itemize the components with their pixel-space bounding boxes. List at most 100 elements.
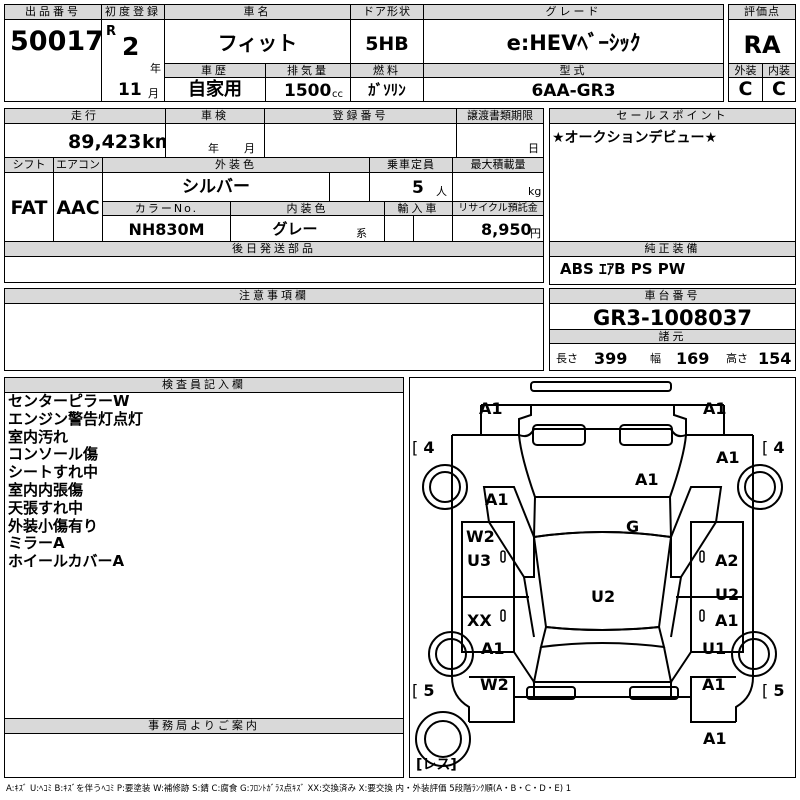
displacement-unit: cc — [332, 89, 343, 100]
car-outline-diagram — [415, 381, 783, 767]
recycle: 8,950 — [481, 220, 532, 239]
month-unit: 月 — [148, 87, 159, 100]
ac: AAC — [56, 197, 100, 219]
reg-year: 2 — [122, 32, 140, 61]
capacity-label: 乗車定員 — [369, 157, 453, 173]
mileage: 89,423 — [68, 131, 142, 153]
inspector-cell — [4, 377, 404, 719]
inspector-note: 天張すれ中 — [8, 498, 84, 517]
inspector-note: センターピラーW — [8, 392, 130, 410]
notes-label: 注意事項欄 — [4, 288, 544, 304]
interior-grade: C — [772, 78, 786, 100]
car-name-label: 車名 — [164, 4, 351, 20]
office-label: 事務局よりご案内 — [4, 718, 404, 734]
chassis-label: 車台番号 — [549, 288, 796, 304]
lot-cell — [4, 4, 102, 102]
damage-mark-right-front-door: A2 — [715, 551, 739, 570]
inspector-note: 外装小傷有り — [8, 516, 99, 535]
height: 154 — [758, 349, 792, 368]
recycle-label: リサイクル預託金 — [452, 201, 544, 216]
score: RA — [743, 31, 781, 59]
displacement-label: 排気量 — [265, 63, 351, 78]
length-label: 長さ — [556, 352, 578, 365]
shift: FAT — [10, 197, 48, 219]
damage-mark-left-rear-door: XX — [467, 611, 492, 630]
history: 自家用 — [188, 79, 242, 100]
inspector-note: エンジン警告灯点灯 — [8, 409, 144, 428]
era-mark: R — [106, 24, 117, 39]
damage-mark-right-rear-door: U2 — [715, 585, 740, 604]
damage-mark-front-right-corner: A1 — [703, 399, 727, 418]
tire-front-right-label: [ 4 — [762, 438, 785, 457]
inspection-label: 車検 — [165, 108, 265, 124]
import-label: 輸入車 — [384, 201, 453, 216]
inspector-note: シートすれ中 — [8, 463, 99, 482]
reg-month: 11 — [118, 80, 142, 100]
width-label: 幅 — [650, 352, 661, 365]
ac-label: エアコン — [53, 157, 103, 173]
fuel-label: 燃料 — [350, 63, 424, 78]
first-reg-cell — [101, 4, 165, 102]
parts-label: 後日発送部品 — [4, 241, 544, 257]
inspector-note: ミラーA — [8, 534, 65, 553]
import-sub-cell — [413, 215, 453, 242]
legend: A:ｷｽﾞ U:ﾍｺﾐ B:ｷｽﾞを伴うﾍｺﾐ P:要塗装 W:補修跡 S:錆 … — [6, 784, 572, 794]
spare-tire-label: [レス] — [416, 757, 457, 773]
mileage-label: 走行 — [4, 108, 166, 124]
recycle-unit: 円 — [530, 227, 541, 240]
color-no-label: カラーNo. — [102, 201, 231, 216]
damage-diagram-cell — [409, 377, 796, 778]
damage-mark-hood: A1 — [635, 470, 659, 489]
damage-mark-right-rear-door-2: A1 — [715, 611, 739, 630]
inspector-notes: センターピラーW エンジン警告灯点灯 室内汚れ コンソール傷 シートすれ中 室内… — [8, 392, 144, 571]
load-label: 最大積載量 — [452, 157, 544, 173]
damage-mark-windshield: G — [626, 517, 640, 536]
interior-label: 内装 — [762, 63, 796, 78]
first-reg-label: 初度登録 — [101, 4, 165, 20]
exterior-grade: C — [738, 78, 753, 100]
damage-mark-right-front-fender: A1 — [716, 448, 740, 467]
model: 6AA-GR3 — [531, 81, 616, 101]
inspector-note: 室内内張傷 — [8, 480, 84, 499]
damage-mark-left-rear-fender: A1 — [481, 639, 505, 658]
inspector-note: 室内汚れ — [8, 427, 69, 446]
door-type: 5HB — [365, 33, 409, 55]
ext-color: シルバー — [182, 177, 250, 197]
tire-front-left-label: [ 4 — [412, 438, 435, 457]
sale-point: ★オークションデビュー★ — [552, 130, 718, 146]
capacity-unit: 人 — [436, 185, 447, 198]
lot-number: 50017 — [10, 26, 104, 57]
sale-point-label: セールスポイント — [549, 108, 796, 124]
damage-mark-front-left-corner: A1 — [479, 399, 503, 418]
inspection-year-unit: 年 — [208, 142, 219, 155]
model-label: 型式 — [423, 63, 724, 78]
int-color: グレー — [272, 220, 318, 238]
damage-mark-left-front-door: W2 — [466, 527, 495, 546]
capacity: 5 — [412, 178, 424, 198]
fuel: ｶﾞｿﾘﾝ — [368, 81, 406, 99]
spec-label: 諸元 — [549, 329, 796, 344]
exterior-label: 外装 — [728, 63, 763, 78]
damage-mark-left-front-fender: A1 — [485, 490, 509, 509]
length: 399 — [594, 349, 628, 368]
score-label: 評価点 — [728, 4, 796, 20]
damage-mark-left-rear-corner: W2 — [480, 675, 509, 694]
height-label: 高さ — [726, 352, 748, 365]
grade-label: グレード — [423, 4, 724, 20]
inspection-month-unit: 月 — [244, 142, 255, 155]
damage-mark-right-rear-corner: A1 — [702, 675, 726, 694]
ext-color-label: 外装色 — [102, 157, 370, 173]
inspector-note: コンソール傷 — [8, 445, 99, 464]
displacement: 1500 — [284, 81, 332, 101]
tire-rear-left-label: [ 5 — [412, 681, 435, 700]
tire-rear-right-label: [ 5 — [762, 681, 785, 700]
int-color-label: 内装色 — [230, 201, 385, 216]
inspector-label: 検査員記入欄 — [4, 377, 404, 393]
load-unit: kg — [528, 185, 542, 198]
history-label: 車歴 — [164, 63, 266, 78]
equipment: ABS ｴｱB PS PW — [560, 260, 686, 278]
color-no: NH830M — [128, 220, 205, 239]
car-name: フィット — [217, 31, 298, 55]
equipment-label: 純正装備 — [549, 241, 796, 257]
lot-label: 出品番号 — [4, 4, 102, 20]
